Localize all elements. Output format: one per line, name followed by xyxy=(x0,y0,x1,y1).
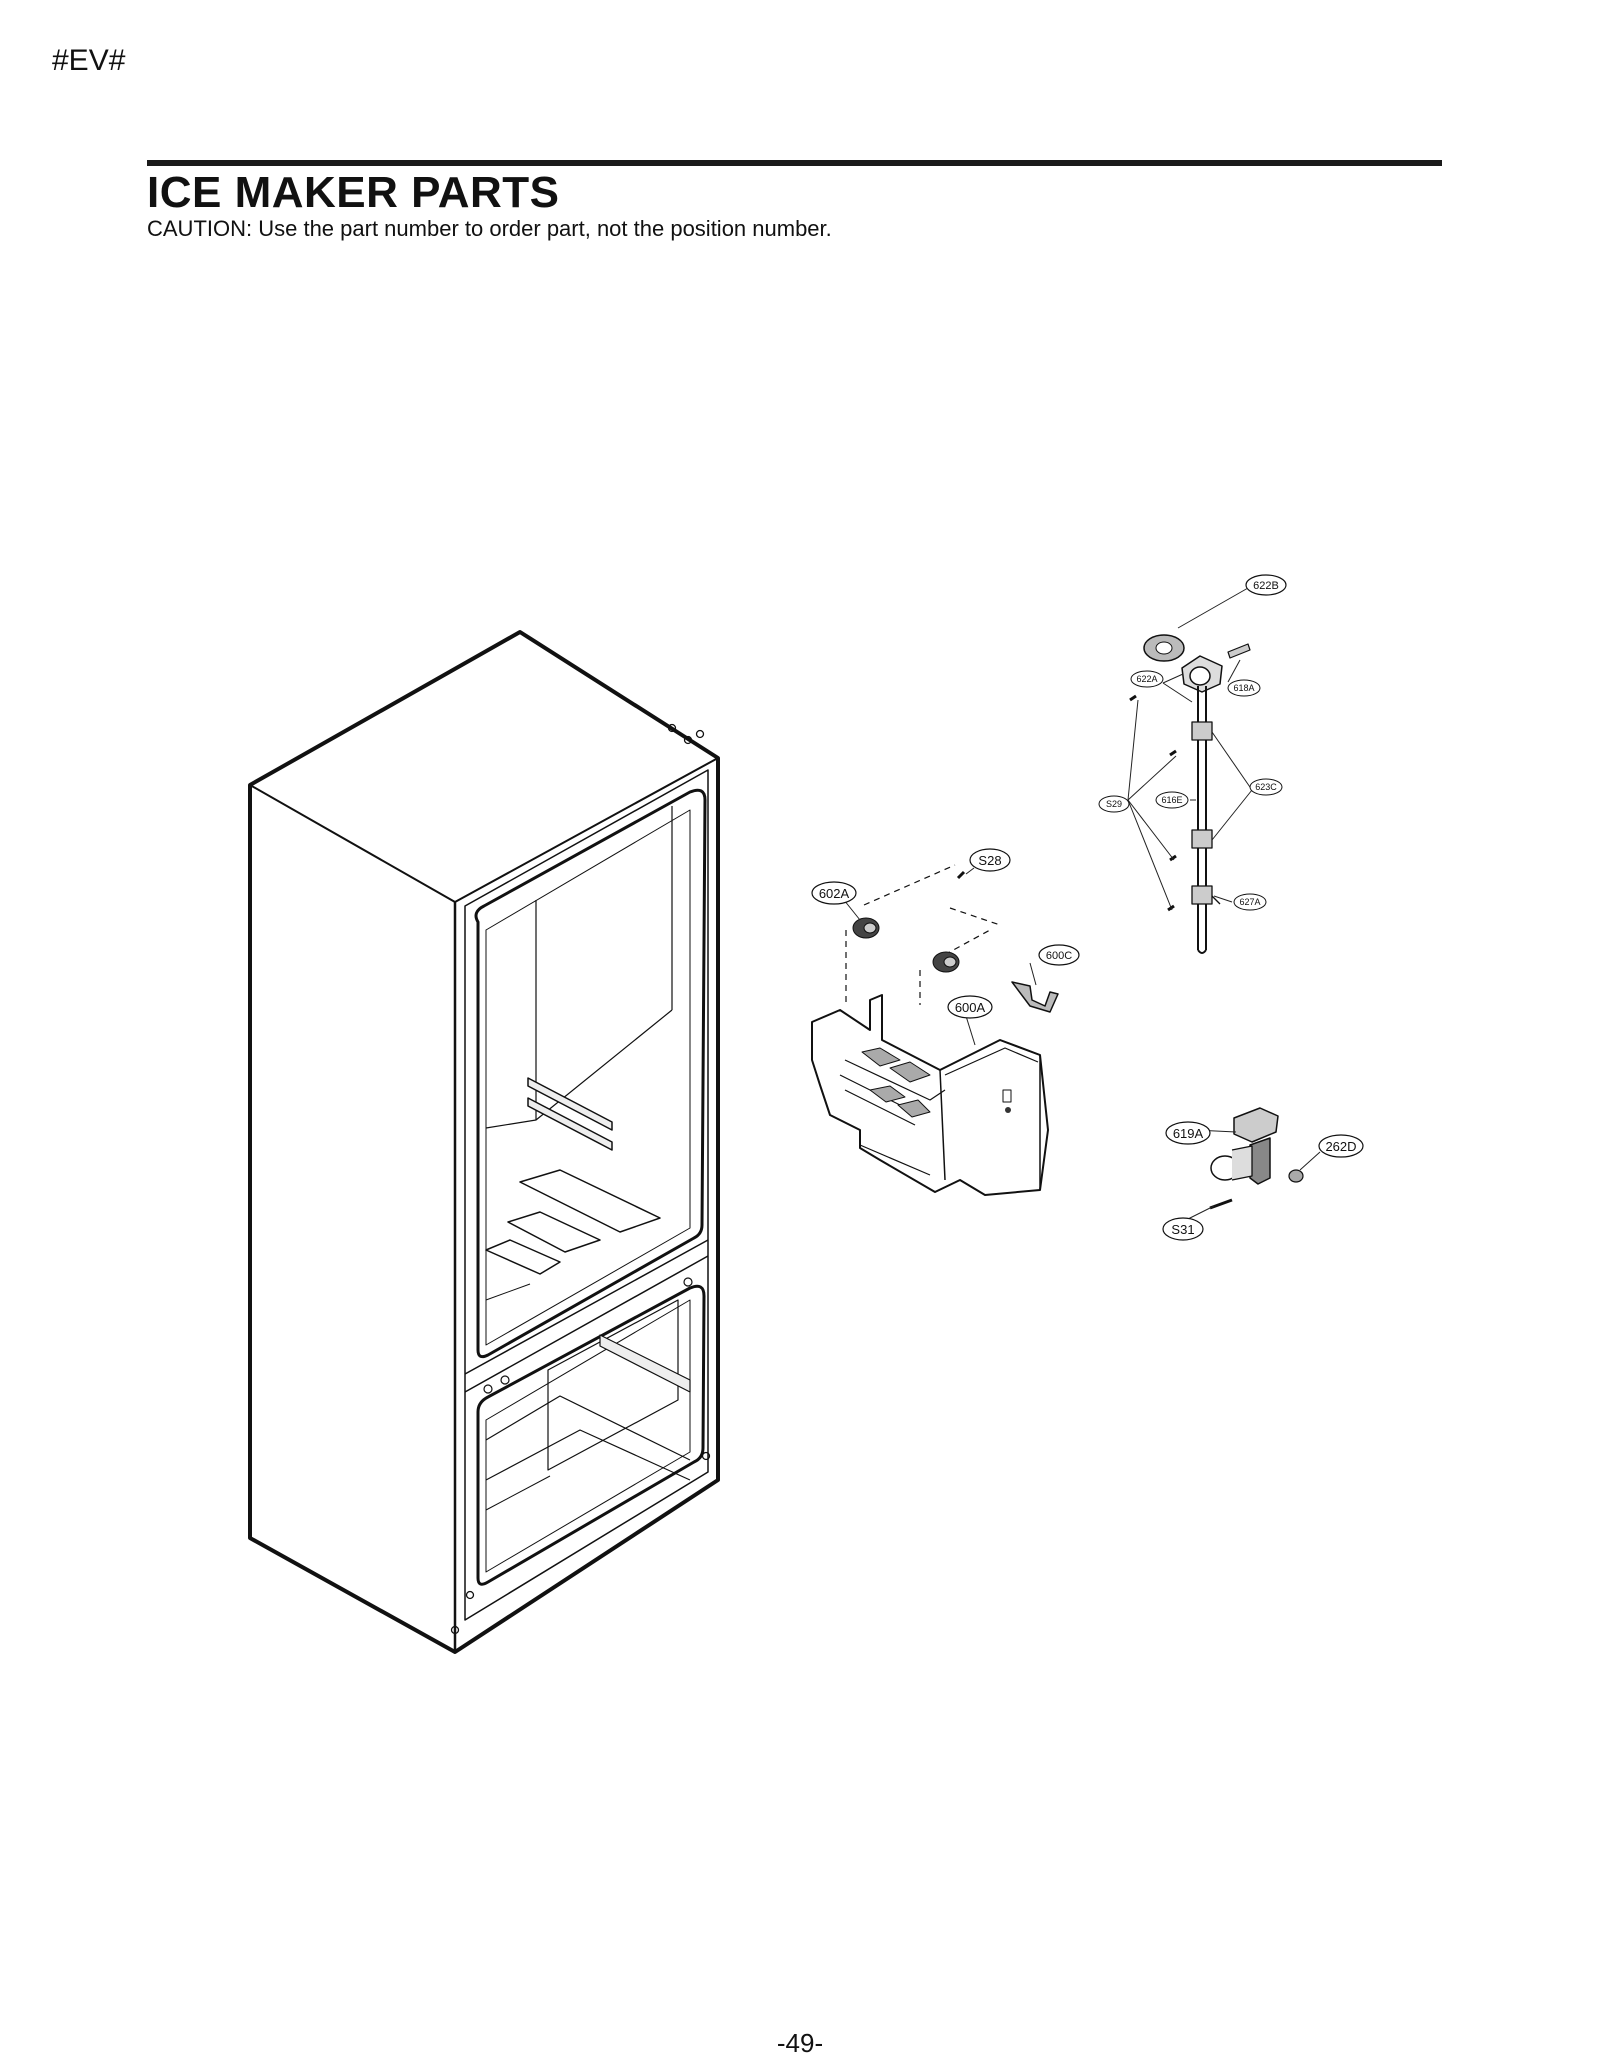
callout-s31: S31 xyxy=(1162,1217,1204,1241)
svg-text:600A: 600A xyxy=(955,1000,986,1015)
callout-262d: 262D xyxy=(1318,1134,1364,1158)
svg-text:S29: S29 xyxy=(1106,799,1122,809)
page-title: ICE MAKER PARTS xyxy=(147,168,560,217)
svg-text:622B: 622B xyxy=(1253,580,1279,592)
callout-600c: 600C xyxy=(1038,944,1080,966)
svg-text:622A: 622A xyxy=(1136,674,1157,684)
fill-tube-assembly xyxy=(1129,634,1251,954)
header-rule xyxy=(147,160,1442,166)
callout-622a: 622A xyxy=(1130,670,1164,688)
ice-maker-assembly xyxy=(811,864,1059,1196)
document-code: #EV# xyxy=(52,44,126,77)
callout-618a: 618A xyxy=(1227,679,1261,697)
callout-600a: 600A xyxy=(947,995,993,1019)
callout-s28: S28 xyxy=(969,848,1011,872)
mount-boss-left xyxy=(852,917,880,939)
callout-627a: 627A xyxy=(1233,893,1267,911)
bracket-600c xyxy=(1011,981,1059,1013)
svg-text:600C: 600C xyxy=(1046,950,1072,962)
refrigerator-cabinet xyxy=(248,630,720,1654)
callout-622b: 622B xyxy=(1245,574,1287,596)
svg-text:623C: 623C xyxy=(1255,782,1277,792)
screw-s28 xyxy=(956,870,966,880)
mount-boss-right xyxy=(932,951,960,973)
nut-262d xyxy=(1288,1169,1304,1183)
svg-text:619A: 619A xyxy=(1173,1126,1204,1141)
svg-text:S28: S28 xyxy=(978,853,1001,868)
leader-lines xyxy=(843,587,1321,1223)
callout-619a: 619A xyxy=(1165,1121,1211,1145)
callout-623c: 623C xyxy=(1249,778,1283,796)
svg-text:602A: 602A xyxy=(819,886,850,901)
water-valve-assembly xyxy=(1209,1107,1304,1210)
svg-text:616E: 616E xyxy=(1161,795,1182,805)
svg-text:627A: 627A xyxy=(1239,897,1260,907)
callout-602a: 602A xyxy=(811,881,857,905)
svg-text:262D: 262D xyxy=(1325,1139,1356,1154)
page-number: -49- xyxy=(776,2028,824,2058)
callout-s29: S29 xyxy=(1098,795,1130,813)
callout-616e: 616E xyxy=(1155,791,1189,809)
svg-text:S31: S31 xyxy=(1171,1222,1194,1237)
caution-note: CAUTION: Use the part number to order pa… xyxy=(147,216,832,241)
svg-text:618A: 618A xyxy=(1233,683,1254,693)
